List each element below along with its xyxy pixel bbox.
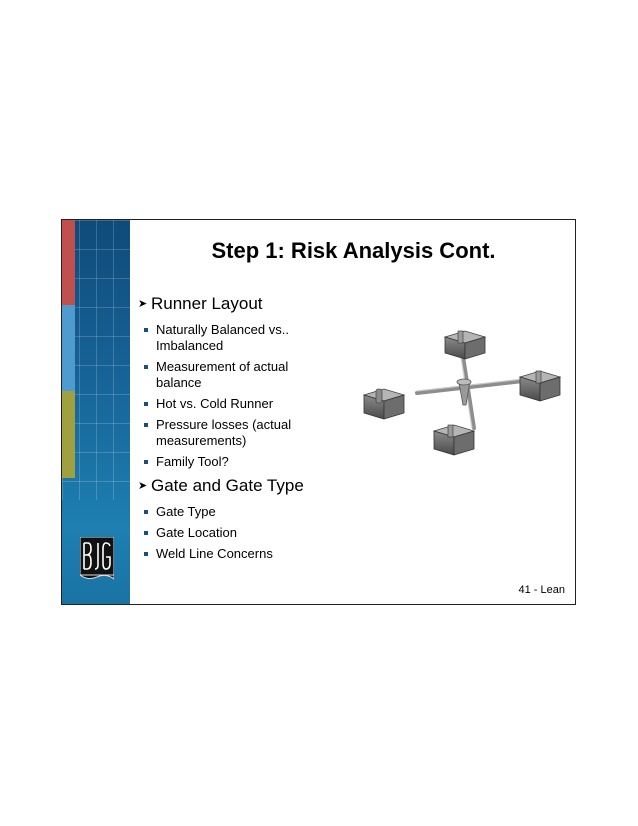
sidebar-stripe-blue — [62, 305, 75, 391]
square-bullet-icon — [144, 423, 148, 427]
list-item: Hot vs. Cold Runner — [138, 396, 306, 412]
list-item-text: Gate Type — [156, 504, 216, 519]
list-item-text: Gate Location — [156, 525, 237, 540]
square-bullet-icon — [144, 402, 148, 406]
cavity-bottom — [432, 424, 476, 456]
list-item: Pressure losses (actual measurements) — [138, 417, 306, 449]
section-heading-text: Gate and Gate Type — [151, 476, 304, 495]
list-item-text: Family Tool? — [156, 454, 229, 469]
list-item: Measurement of actual balance — [138, 359, 306, 391]
list-item-text: Weld Line Concerns — [156, 546, 273, 561]
cavity-left — [362, 388, 406, 420]
slide-footer: 41 - Lean — [518, 584, 565, 596]
section-heading-runner-layout: ➤ Runner Layout — [138, 294, 306, 314]
square-bullet-icon — [144, 460, 148, 464]
slide-title: Step 1: Risk Analysis Cont. — [211, 238, 496, 263]
arrow-bullet-icon: ➤ — [138, 480, 148, 492]
runner-layout-list: Naturally Balanced vs.. Imbalanced Measu… — [138, 322, 306, 470]
cavity-right — [518, 370, 562, 402]
slide: Step 1: Risk Analysis Cont. ➤ Runner Lay… — [61, 219, 576, 605]
list-item: Gate Type — [138, 504, 306, 520]
bjg-logo — [80, 537, 114, 580]
slide-body: ➤ Runner Layout Naturally Balanced vs.. … — [138, 294, 306, 568]
list-item: Naturally Balanced vs.. Imbalanced — [138, 322, 306, 354]
square-bullet-icon — [144, 328, 148, 332]
list-item-text: Naturally Balanced vs.. Imbalanced — [156, 322, 289, 353]
square-bullet-icon — [144, 552, 148, 556]
section-heading-text: Runner Layout — [151, 294, 263, 313]
list-item-text: Hot vs. Cold Runner — [156, 396, 274, 411]
list-item-text: Measurement of actual balance — [156, 359, 289, 390]
section-heading-gate: ➤ Gate and Gate Type — [138, 476, 306, 496]
runner-system-mold-icon — [362, 330, 562, 456]
list-item-text: Pressure losses (actual measurements) — [156, 417, 292, 448]
list-item: Weld Line Concerns — [138, 546, 306, 562]
list-item: Family Tool? — [138, 454, 306, 470]
square-bullet-icon — [144, 531, 148, 535]
list-item: Gate Location — [138, 525, 306, 541]
sidebar-decoration — [62, 220, 130, 604]
gate-list: Gate Type Gate Location Weld Line Concer… — [138, 504, 306, 562]
square-bullet-icon — [144, 365, 148, 369]
cavity-top — [443, 330, 487, 360]
square-bullet-icon — [144, 510, 148, 514]
sidebar-stripe-red — [62, 220, 75, 305]
arrow-bullet-icon: ➤ — [138, 298, 148, 310]
sidebar-stripe-olive — [62, 391, 75, 478]
